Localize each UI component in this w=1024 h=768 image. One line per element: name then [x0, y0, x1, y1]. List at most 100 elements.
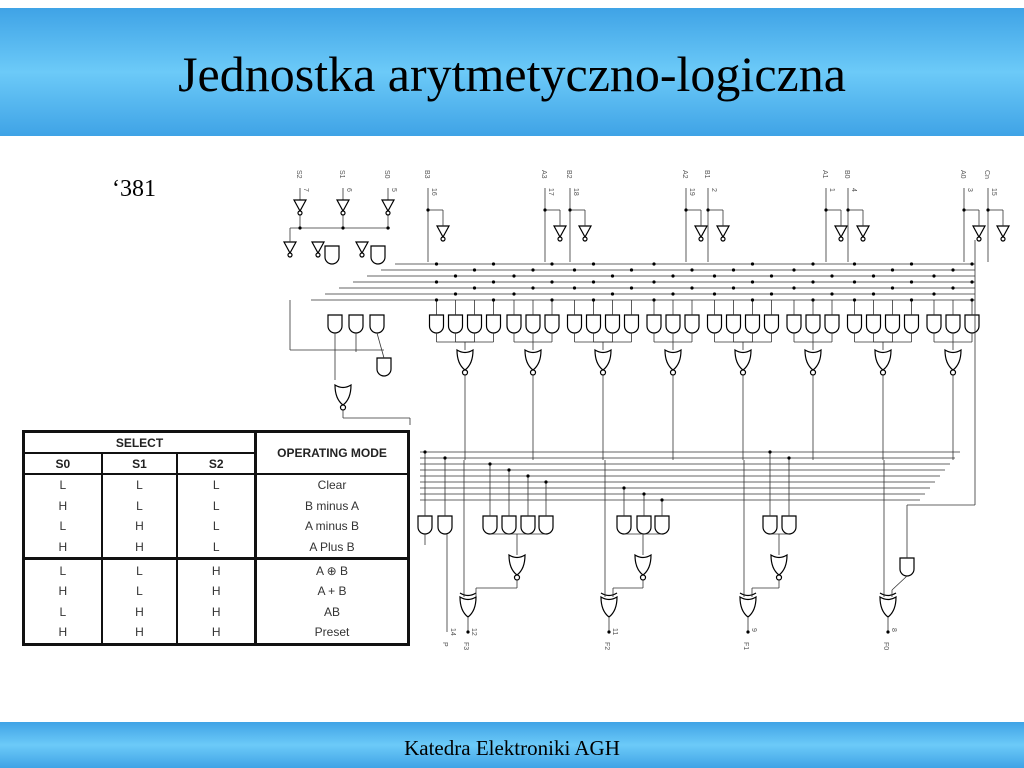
junction-dot	[731, 286, 736, 290]
output-pin-number: 12	[470, 628, 477, 636]
junction-dot	[512, 292, 516, 296]
inverter	[380, 199, 396, 213]
select-cell: H	[58, 540, 68, 555]
junction-dot	[769, 292, 774, 296]
junction-dot	[684, 208, 688, 212]
mode-cell: B minus A	[254, 495, 409, 517]
junction-dot	[472, 286, 477, 290]
junction-dot	[671, 274, 675, 278]
and-gate	[327, 314, 343, 334]
junction-dot	[970, 262, 974, 266]
junction-dot	[932, 292, 936, 296]
junction-dot	[652, 262, 656, 266]
inverter	[354, 241, 370, 255]
junction-dot	[769, 274, 774, 278]
and-gate	[417, 515, 433, 535]
and-gate	[348, 314, 364, 334]
inversion-bubble	[720, 236, 726, 242]
junction-dot	[830, 274, 834, 278]
select-cell: L	[176, 516, 256, 537]
and-gate	[623, 314, 640, 334]
input-label: Cn	[983, 170, 990, 179]
or-gate	[459, 595, 477, 618]
junction-dot	[466, 630, 470, 634]
and-gate	[781, 515, 797, 535]
inverter	[552, 225, 568, 239]
and-gate	[725, 314, 742, 334]
junction-dot	[830, 292, 834, 296]
inversion-bubble	[669, 369, 677, 376]
nor-gate	[508, 553, 526, 576]
and-gate	[706, 314, 723, 334]
select-cell: L	[176, 495, 256, 517]
select-cell: H	[58, 625, 68, 640]
and-gate	[482, 515, 498, 535]
and-gate	[369, 314, 385, 334]
and-gate	[665, 314, 681, 334]
junction-dot	[298, 226, 302, 230]
column-header: S1	[100, 453, 178, 475]
and-gate	[865, 314, 882, 334]
and-gate	[654, 515, 670, 535]
inverter	[292, 199, 308, 213]
inverter	[715, 225, 731, 239]
junction-dot	[491, 280, 496, 284]
inversion-bubble	[440, 236, 446, 242]
input-pin-number: 17	[547, 188, 554, 196]
output-label: F3	[462, 642, 469, 650]
junction-dot	[660, 498, 664, 502]
inverter	[693, 225, 709, 239]
mode-cell: A + B	[254, 580, 409, 602]
and-gate	[447, 314, 464, 334]
input-label: S0	[383, 170, 390, 179]
nor-gate	[634, 553, 652, 576]
inversion-bubble	[340, 210, 346, 216]
output-pin-number: 11	[611, 628, 618, 635]
inversion-bubble	[385, 210, 391, 216]
input-label: B0	[843, 170, 850, 179]
nor-gate	[664, 348, 682, 371]
and-gate	[744, 314, 761, 334]
xor-gate	[739, 592, 757, 597]
and-gate	[684, 314, 700, 334]
select-cell: H	[176, 622, 256, 645]
input-label: A1	[821, 170, 828, 179]
inversion-bubble	[809, 369, 817, 376]
junction-dot	[591, 298, 596, 302]
junction-dot	[622, 486, 626, 490]
input-label: A2	[681, 170, 688, 179]
junction-dot	[568, 208, 572, 212]
junction-dot	[472, 268, 477, 272]
junction-dot	[544, 480, 548, 484]
nor-gate	[874, 348, 892, 371]
inversion-bubble	[860, 236, 866, 242]
junction-dot	[712, 292, 717, 296]
select-cell: H	[58, 584, 68, 599]
junction-dot	[871, 274, 876, 278]
inversion-bubble	[529, 369, 537, 376]
mode-cell: A Plus B	[254, 536, 409, 559]
junction-dot	[443, 456, 447, 460]
junction-dot	[572, 286, 577, 290]
junction-dot	[746, 630, 750, 634]
wire	[891, 575, 908, 591]
junction-dot	[531, 268, 535, 272]
and-gate	[506, 314, 522, 334]
mode-cell: A ⊕ B	[254, 557, 409, 581]
junction-dot	[453, 292, 458, 296]
and-gate	[544, 314, 560, 334]
inversion-bubble	[976, 236, 982, 242]
junction-dot	[768, 450, 772, 454]
inversion-bubble	[775, 574, 783, 581]
and-gate	[428, 314, 445, 334]
or-gate	[600, 595, 618, 618]
input-pin-number: 5	[390, 188, 397, 192]
junction-dot	[386, 226, 390, 230]
select-cell: H	[176, 557, 256, 581]
inverter	[995, 225, 1011, 239]
junction-dot	[434, 298, 439, 302]
